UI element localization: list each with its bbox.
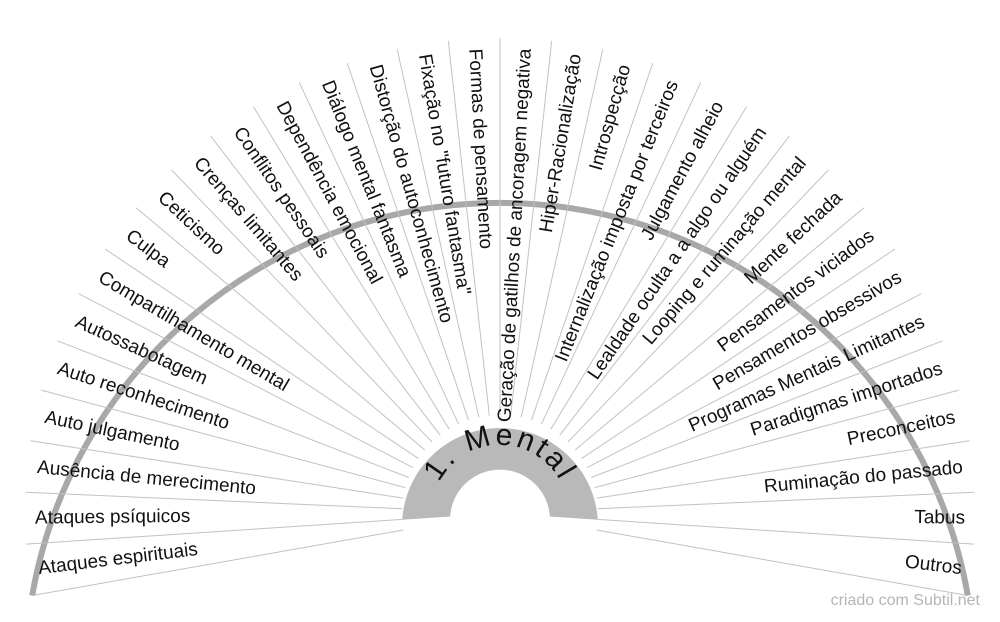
segment-label: Outros (904, 551, 963, 579)
segment-divider (559, 135, 790, 436)
segment-divider (591, 340, 943, 478)
segment-divider (550, 106, 747, 430)
segment-divider (210, 135, 441, 436)
segment-divider (520, 49, 604, 418)
segment-divider (574, 207, 865, 451)
segment-divider (41, 389, 406, 489)
segment-divider (25, 518, 403, 545)
segment-divider (346, 63, 469, 421)
segment-divider (25, 491, 403, 510)
footer-credit: criado com Subtil.net (830, 592, 980, 609)
segment-divider (594, 389, 959, 489)
segment-label: Ataques psíquicos (35, 506, 190, 529)
segment-label: Preconceitos (845, 407, 957, 450)
segment-divider (597, 491, 975, 510)
segment-divider (57, 340, 409, 478)
segment-divider (540, 82, 702, 425)
segment-label: Geração de gatilhos de ancoragem negativ… (494, 48, 535, 423)
center-hub (402, 428, 598, 520)
segment-divider (447, 40, 490, 416)
segment-divider (298, 82, 460, 425)
segment-divider (531, 63, 654, 421)
segment-divider (253, 106, 450, 430)
segment-label: Tabus (914, 507, 965, 529)
segment-label: Ataques espirituais (37, 539, 199, 579)
segment-divider (510, 40, 553, 416)
segment-divider (581, 248, 896, 460)
segment-divider (171, 169, 433, 443)
segment-divider (596, 529, 968, 596)
segment-divider (135, 207, 426, 451)
segment-divider (597, 518, 975, 545)
segment-divider (586, 293, 922, 469)
segment-label: Formas de pensamento (464, 48, 496, 250)
segment-label: Auto julgamento (43, 407, 182, 456)
segment-divider (30, 440, 404, 499)
segment-label: Introspecção (586, 62, 636, 172)
segment-divider (32, 529, 404, 596)
segment-label: Ausência de merecimento (36, 457, 257, 499)
segment-divider (567, 169, 829, 443)
segment-divider (78, 293, 414, 469)
segment-divider (104, 248, 419, 460)
segment-divider (596, 440, 970, 499)
segment-divider (396, 49, 480, 418)
segment-dividers (25, 38, 975, 596)
